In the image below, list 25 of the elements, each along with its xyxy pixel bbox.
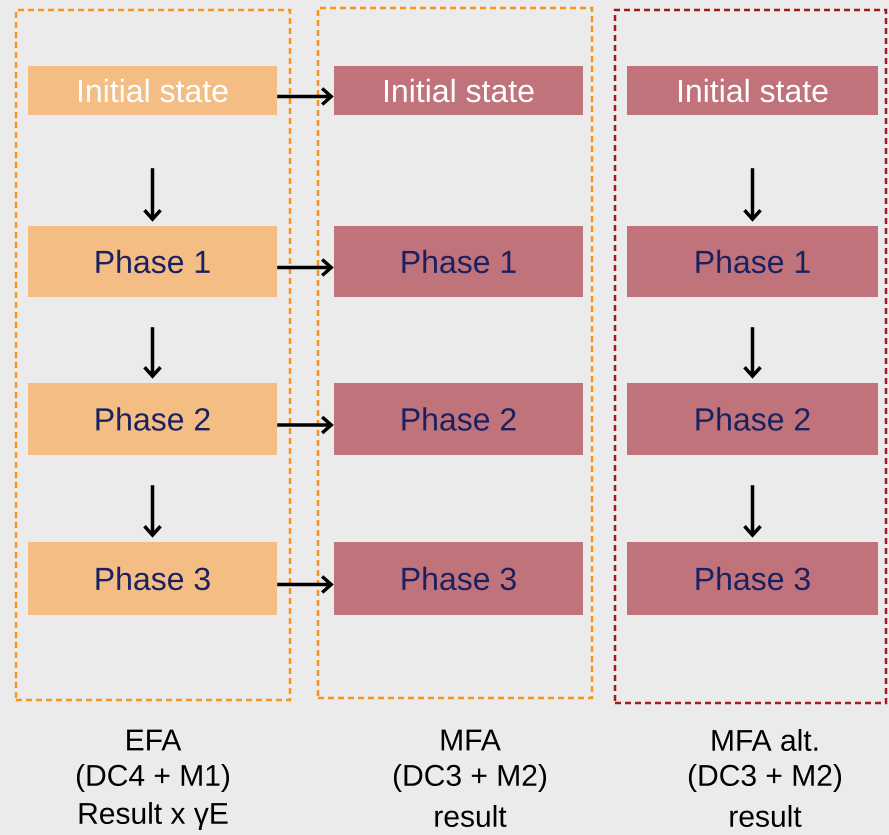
state-box: Phase 1 bbox=[334, 226, 583, 297]
arrow bbox=[143, 327, 162, 379]
arrow bbox=[743, 168, 762, 222]
arrow bbox=[277, 575, 334, 594]
arrow bbox=[143, 168, 162, 222]
state-box: Initial state bbox=[28, 66, 277, 115]
arrow bbox=[277, 87, 334, 106]
state-box: Initial state bbox=[334, 66, 583, 115]
column-caption: MFA (DC3 + M2) result bbox=[394, 730, 546, 828]
state-box: Initial state bbox=[627, 66, 878, 115]
state-box: Phase 3 bbox=[334, 542, 583, 615]
arrow bbox=[743, 327, 762, 379]
state-box: Phase 2 bbox=[334, 383, 583, 455]
state-box: Phase 1 bbox=[28, 226, 277, 297]
state-box: Phase 1 bbox=[627, 226, 878, 297]
column-caption: MFA alt. (DC3 + M2) result bbox=[688, 728, 842, 828]
state-box: Phase 3 bbox=[627, 542, 878, 615]
column-caption: EFA (DC4 + M1) Result x γE bbox=[76, 730, 230, 830]
arrow bbox=[277, 258, 334, 277]
arrow bbox=[143, 485, 162, 538]
state-box: Phase 2 bbox=[627, 383, 878, 455]
arrow bbox=[277, 416, 334, 434]
arrow bbox=[743, 485, 762, 538]
state-box: Phase 3 bbox=[28, 542, 277, 615]
state-box: Phase 2 bbox=[28, 383, 277, 455]
